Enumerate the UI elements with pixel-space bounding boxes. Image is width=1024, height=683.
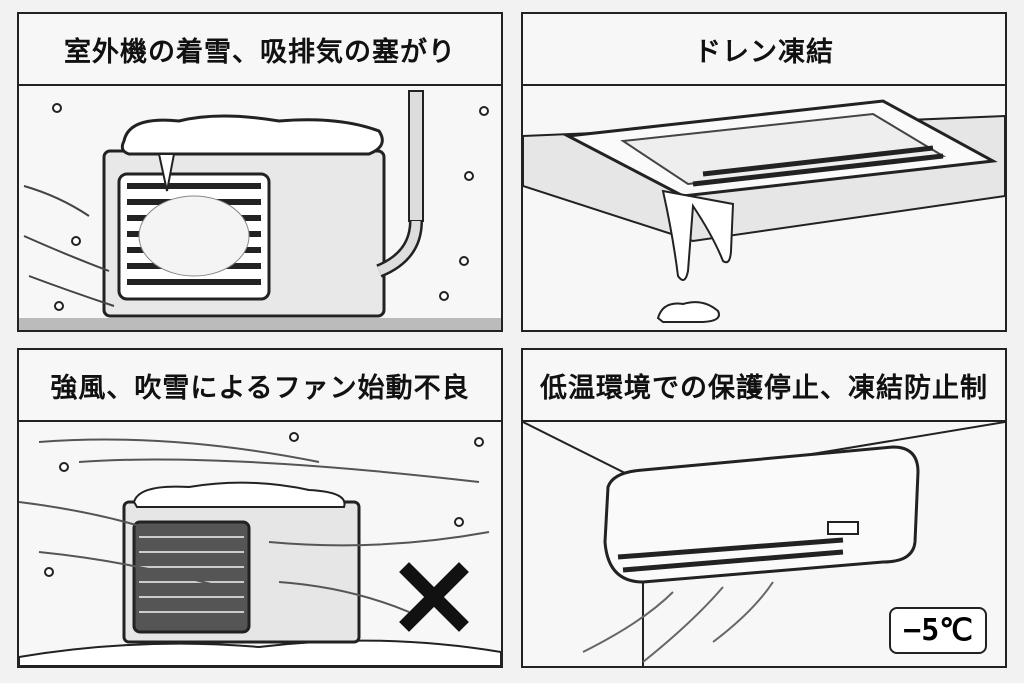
frozen-drain-ceiling-unit-illustration [523, 99, 1005, 323]
panel-title: 低温環境での保護停止、凍結防止制 [523, 350, 1005, 422]
panel-drain-freeze: ドレン凍結 [521, 12, 1007, 332]
panel-strong-wind-fan: 強風、吹雪によるファン始動不良 [17, 348, 503, 668]
indoor-wall-unit-illustration [523, 422, 1005, 666]
panel-title: ドレン凍結 [523, 14, 1005, 86]
panel-title: 室外機の着雪、吸排気の塞がり [19, 14, 501, 86]
panel-outdoor-unit-snow: 室外機の着雪、吸排気の塞がり [17, 12, 503, 332]
panel-title: 強風、吹雪によるファン始動不良 [19, 350, 501, 422]
blizzard-outdoor-unit-illustration [19, 432, 501, 666]
snow-covered-outdoor-unit-illustration [19, 90, 501, 330]
panel-low-temp-protection: 低温環境での保護停止、凍結防止制 −5℃ [521, 348, 1007, 668]
temperature-readout: −5℃ [889, 607, 987, 654]
